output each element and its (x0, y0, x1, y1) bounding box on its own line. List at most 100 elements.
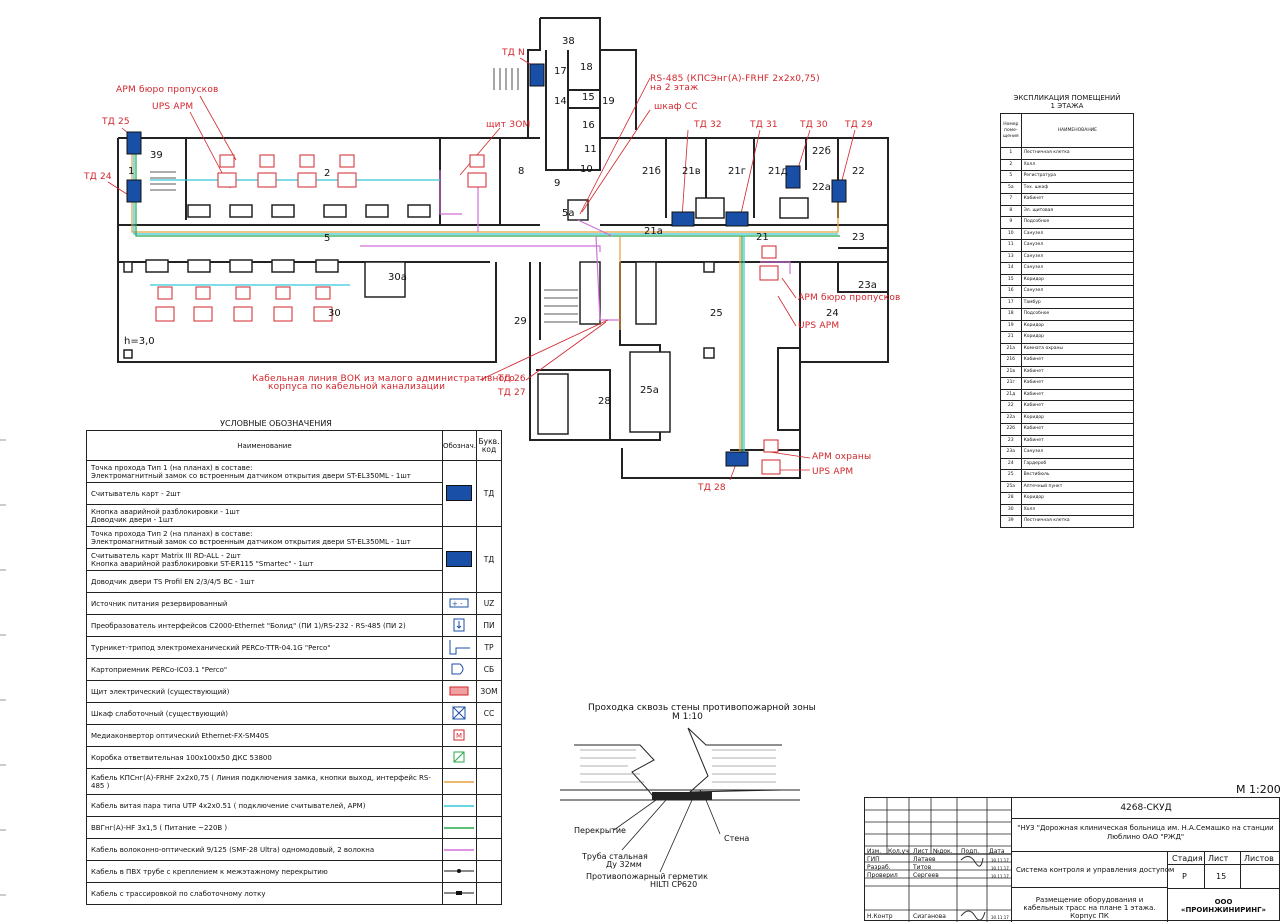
expl-room-name: Кабинет (1020, 354, 1135, 367)
room-28: 28 (598, 396, 611, 407)
legend-header-code: Букв. код (476, 430, 502, 461)
cable-vvg-line-icon (441, 816, 478, 839)
detail-scale: М 1:10 (672, 712, 703, 722)
stamp-signatures: Изм. Кол.уч Лист №док. Подп. Дата ГИП Ла… (865, 798, 1011, 922)
room-5: 5 (324, 233, 331, 244)
detail-label-truba: Труба стальная (582, 852, 648, 861)
label-shkaf-ss: шкаф СС (654, 102, 698, 112)
stamp-stage-block: Стадия Лист Листов Р 15 (1167, 852, 1280, 889)
expl-room-name: Санузел (1020, 262, 1135, 275)
stamp-date-gip: 30.11.17 (991, 858, 1009, 863)
legend-row-4: Преобразователь интерфейсов С2000-Ethern… (86, 614, 443, 637)
stamp-name-gip: Латаев (913, 856, 936, 863)
expl-room-name: Холл (1020, 158, 1135, 171)
expl-room-name: Коридор (1020, 331, 1135, 344)
legend-row-8-code: СС (476, 702, 502, 725)
room-21g: 21г (728, 166, 746, 177)
room-height: h=3,0 (124, 336, 155, 347)
expl-room-name: Кабинет (1020, 388, 1135, 401)
expl-room-name: Коридор (1020, 319, 1135, 332)
room-22: 22 (852, 166, 865, 177)
expl-room-number: 8 (1000, 204, 1022, 217)
card-collector-icon (441, 658, 478, 681)
room-22a: 22а (812, 182, 831, 193)
expl-room-name: Гардероб (1020, 457, 1135, 470)
room-21d: 21д (768, 166, 788, 177)
legend-table: Наименование Обознач. Букв. код Точка пр… (86, 430, 502, 905)
expl-room-name: Кабинет (1020, 193, 1135, 206)
room-11: 11 (584, 144, 597, 155)
stamp-col-data: Дата (989, 848, 1005, 855)
stamp-col-koluch: Кол.уч (888, 848, 909, 855)
label-ups-arm-right: UPS АРМ (798, 321, 840, 331)
turnstile-icon (441, 636, 478, 659)
expl-room-number: 13 (1000, 250, 1022, 263)
expl-room-number: 2 (1000, 158, 1022, 171)
room-8: 8 (518, 166, 525, 177)
stamp-col-ndok: №док. (933, 848, 953, 855)
expl-room-number: 21в (1000, 365, 1022, 378)
expl-room-number: 22а (1000, 411, 1022, 424)
expl-room-number: 21б (1000, 354, 1022, 367)
legend-row-6-code: СБ (476, 658, 502, 681)
detail-label-germetik: Противопожарный герметик (586, 872, 708, 881)
room-18: 18 (580, 62, 593, 73)
expl-room-number: 28 (1000, 492, 1022, 505)
room-9: 9 (554, 178, 561, 189)
expl-room-number: 11 (1000, 239, 1022, 252)
room-38: 38 (562, 36, 575, 47)
stamp-code: 4268-СКУД (1011, 798, 1280, 819)
legend-row-12: Кабель витая пара типа UTP 4х2х0.51 ( по… (86, 794, 443, 817)
stamp-date-nkontr: 30.11.17 (991, 915, 1009, 920)
room-30: 30 (328, 308, 341, 319)
room-39: 39 (150, 150, 163, 161)
expl-room-number: 5 (1000, 170, 1022, 183)
expl-room-number: 23а (1000, 446, 1022, 459)
stamp-sheet-header: Лист (1208, 854, 1229, 863)
room-22b: 22б (812, 146, 831, 157)
expl-room-name: Кабинет (1020, 400, 1135, 413)
legend-row-8: Шкаф слаботочный (существующий) (86, 702, 443, 725)
legend-row-5-code: ТР (476, 636, 502, 659)
room-24: 24 (826, 308, 839, 319)
legend-row-4-code: ПИ (476, 614, 502, 637)
stamp-stage-header: Стадия (1172, 854, 1203, 863)
legend-row-2-line-5: Доводчик двери TS Profil EN 2/3/4/5 BC -… (86, 570, 443, 593)
expl-room-name: Подсобное (1020, 308, 1135, 321)
expl-room-name: Санузел (1020, 446, 1135, 459)
expl-room-name: Подсобное (1020, 216, 1135, 229)
expl-room-name: Холл (1020, 503, 1135, 516)
expl-room-number: 22 (1000, 400, 1022, 413)
legend-row-7: Щит электрический (существующий) (86, 680, 443, 703)
expl-room-number: 19 (1000, 319, 1022, 332)
detail-label-perekrytie: Перекрытие (574, 826, 626, 835)
sheet-scale: М 1:200 (1236, 783, 1281, 796)
detail-label-du: Ду 32мм (606, 860, 642, 869)
expl-room-number: 1 (1000, 147, 1022, 160)
stamp-role-razrab: Разраб. (867, 864, 891, 871)
legend-row-10: Коробка ответвительная 100х100х50 ДКС 53… (86, 746, 443, 769)
label-td26: ТД 26 (498, 374, 526, 384)
room-19: 19 (602, 96, 615, 107)
stamp-company: ООО «ПРОИНЖИНИРИНГ» (1167, 888, 1279, 922)
label-td29: ТД 29 (845, 120, 873, 130)
expl-room-number: 39 (1000, 515, 1022, 528)
label-td24: ТД 24 (84, 172, 112, 182)
room-25: 25 (710, 308, 723, 319)
label-td27: ТД 27 (498, 388, 526, 398)
label-td32: ТД 32 (694, 120, 722, 130)
stamp-stage: Р (1182, 872, 1187, 881)
stamp-sheet-title: Размещение оборудования и кабельных трас… (1011, 888, 1167, 922)
